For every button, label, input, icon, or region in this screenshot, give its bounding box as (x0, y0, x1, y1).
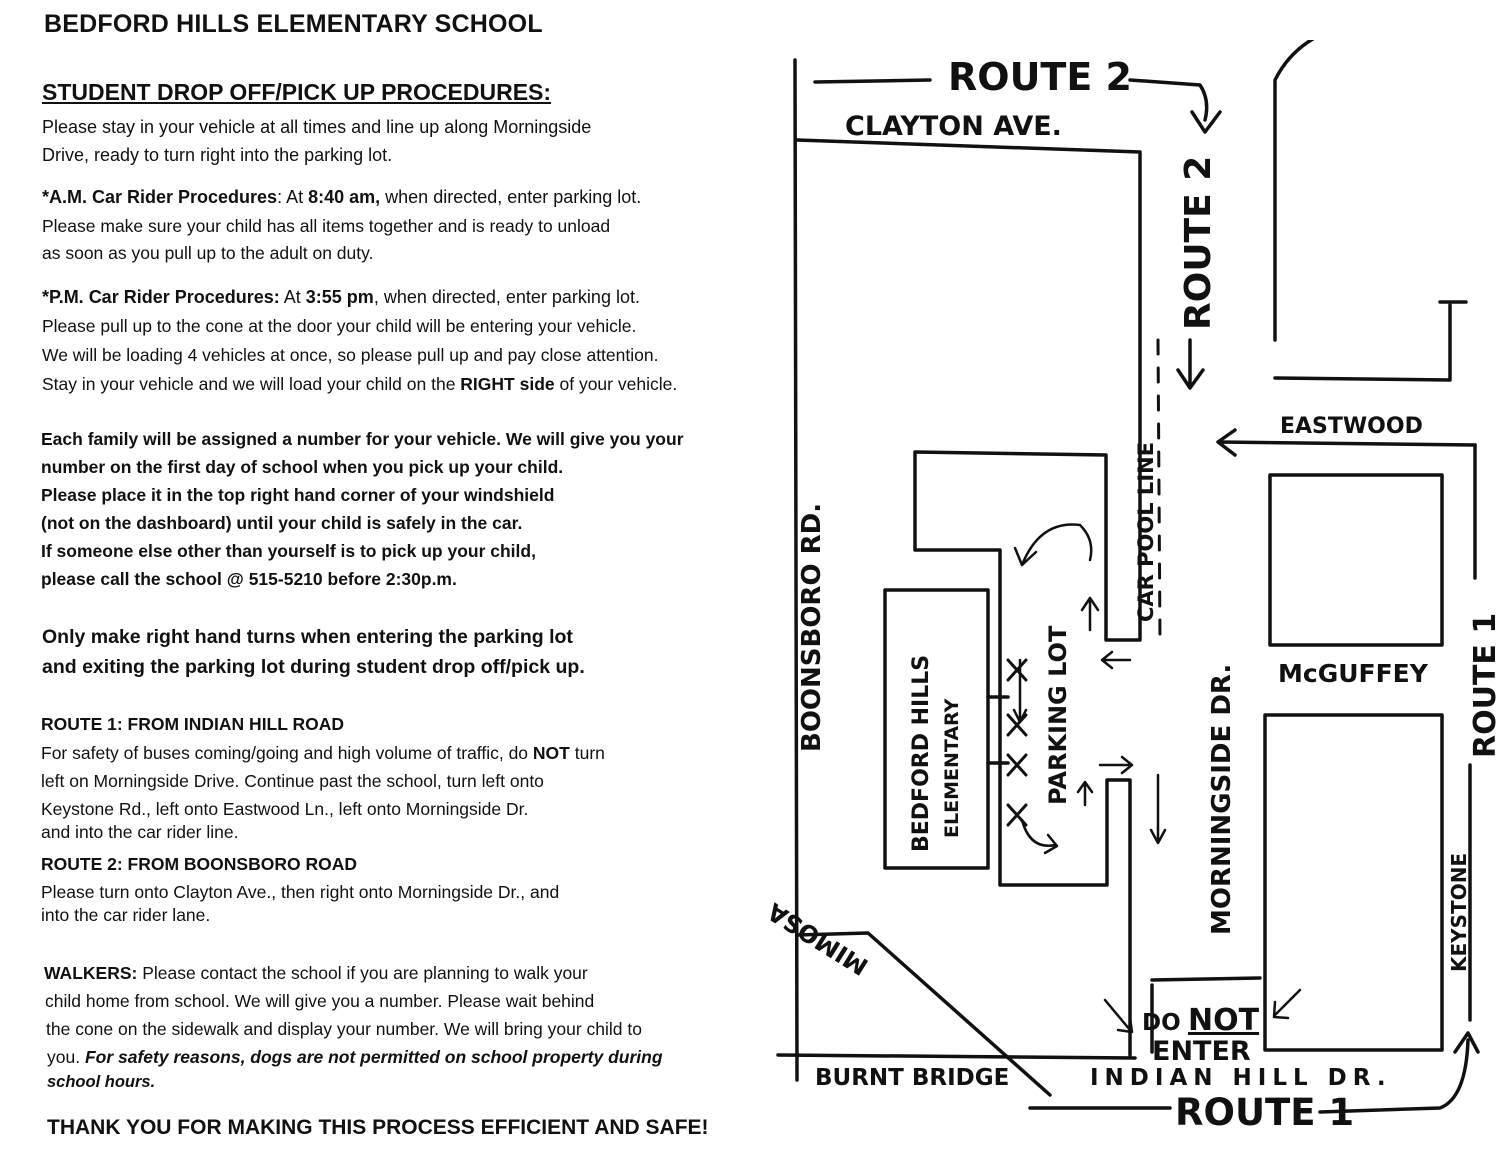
morningside-down-arrow (1149, 773, 1167, 845)
school-name-line-2: ELEMENTARY (941, 698, 963, 838)
family-line-1: Each family will be assigned a number fo… (41, 429, 684, 449)
walkers-line-4-italic: For safety reasons, dogs are not permitt… (84, 1047, 663, 1067)
route1-bottom-arrow (1028, 1031, 1480, 1114)
block-eastwood (1268, 473, 1444, 647)
parking-lot-label: PARKING LOT (1044, 625, 1072, 805)
lot-arrow-right (1098, 755, 1134, 775)
lower-left-block (795, 931, 1052, 1097)
pm-label: *P.M. Car Rider Procedures: (42, 287, 280, 307)
family-line-2: number on the first day of school when y… (41, 457, 564, 477)
am-line-1-rest: when directed, enter parking lot. (380, 187, 642, 207)
lot-arrow-up (1080, 596, 1100, 632)
route1-side-label: ROUTE 1 (1468, 613, 1500, 758)
am-label: *A.M. Car Rider Procedures (42, 187, 278, 207)
school-building (883, 588, 990, 870)
route2-line-2: into the car rider lane. (41, 905, 211, 925)
pm-time: 3:55 pm (305, 287, 374, 307)
am-line-3: as soon as you pull up to the adult on d… (42, 243, 374, 263)
clayton-road-edge (795, 138, 1142, 1057)
do-not-enter-enter: ENTER (1152, 1036, 1251, 1067)
route1-line-1-pre: For safety of buses coming/going and hig… (41, 743, 533, 763)
route1-line-4: and into the car rider line. (41, 822, 239, 842)
thank-you-line: THANK YOU FOR MAKING THIS PROCESS EFFICI… (47, 1116, 709, 1139)
clayton-label: CLAYTON AVE. (845, 111, 1062, 142)
route1-line-1-post: turn (569, 743, 605, 763)
family-line-3: Please place it in the top right hand co… (41, 485, 555, 505)
pm-line-4-post: of your vehicle. (554, 374, 678, 394)
dne-arrow-right (1272, 988, 1302, 1020)
pm-line-1-rest: , when directed, enter parking lot. (373, 287, 640, 307)
route1-bottom-label: ROUTE 1 (1175, 1091, 1354, 1134)
drop-off-map: ROUTE 2 CLAYTON AVE. ROUTE 2 EASTWOOD CA… (762, 40, 1500, 1134)
pm-line-4-pre: Stay in your vehicle and we will load yo… (42, 374, 461, 394)
eastwood-label: EASTWOOD (1280, 414, 1423, 439)
car-pool-line-label: CAR POOL LINE (1134, 442, 1158, 622)
pm-line-4-bold: RIGHT side (460, 374, 555, 394)
morningside-label: MORNINGSIDE DR. (1207, 664, 1237, 935)
walkers-line-5: school hours. (47, 1073, 156, 1091)
walkers-line-4-pre: you. (47, 1047, 85, 1067)
turns-line-2: and exiting the parking lot during stude… (42, 656, 585, 678)
car-pool-dashes (1156, 338, 1162, 642)
page-title: BEDFORD HILLS ELEMENTARY SCHOOL (44, 10, 543, 38)
do-not-enter-not: NOT (1188, 1003, 1260, 1038)
route1-line-3: Keystone Rd., left onto Eastwood Ln., le… (41, 799, 529, 819)
route1-line-1: For safety of buses coming/going and hig… (41, 739, 605, 767)
route2-heading: ROUTE 2: FROM BOONSBORO ROAD (41, 854, 357, 874)
pm-line-1: *P.M. Car Rider Procedures: At 3:55 pm, … (42, 283, 640, 311)
walkers-line-1-rest: Please contact the school if you are pla… (137, 963, 588, 983)
am-line-1: *A.M. Car Rider Procedures: At 8:40 am, … (42, 183, 641, 211)
dne-arrow-left (1103, 998, 1134, 1034)
mimosa-label: MIMOSA (762, 897, 873, 981)
route1-line-1-bold: NOT (532, 743, 570, 763)
indian-hill-label: INDIAN HILL DR. (1090, 1065, 1392, 1091)
burnt-bridge-label: BURNT BRIDGE (815, 1065, 1009, 1091)
top-right-block (1273, 40, 1315, 342)
pm-line-2: Please pull up to the cone at the door y… (42, 316, 637, 336)
do-not-enter-box (1150, 976, 1262, 1054)
boonsboro-label: BOONSBORO RD. (797, 503, 827, 752)
route1-heading: ROUTE 1: FROM INDIAN HILL ROAD (41, 714, 345, 734)
am-time: 8:40 am, (308, 187, 381, 207)
walkers-line-2: child home from school. We will give you… (45, 991, 595, 1011)
mcguffey-label: McGUFFEY (1278, 659, 1429, 688)
procedures-heading: STUDENT DROP OFF/PICK UP PROCEDURES: (42, 79, 552, 105)
do-not-enter-do: DO (1142, 1010, 1181, 1036)
route2-top-arrow (813, 78, 1222, 134)
school-connector (986, 695, 1010, 765)
route1-line-2: left on Morningside Drive. Continue past… (41, 771, 544, 791)
am-time-prefix: : At (277, 187, 309, 207)
route2-top-label: ROUTE 2 (948, 55, 1132, 99)
loading-x-marks (1006, 658, 1028, 827)
walkers-label: WALKERS: (44, 963, 138, 983)
intro-line-1: Please stay in your vehicle at all times… (42, 117, 592, 137)
route2-side-arrow (1176, 338, 1205, 390)
school-name-line-1: BEDFORD HILLS (909, 655, 934, 852)
pm-time-prefix: At (279, 287, 306, 307)
intro-line-2: Drive, ready to turn right into the park… (42, 145, 393, 165)
lot-arrow-up-2 (1076, 780, 1094, 807)
pm-line-4: Stay in your vehicle and we will load yo… (42, 370, 677, 398)
boonsboro-road-edge (793, 58, 799, 1082)
lot-arrow-left (1100, 650, 1132, 670)
turns-line-1: Only make right hand turns when entering… (42, 626, 573, 648)
walkers-line-4: you. For safety reasons, dogs are not pe… (47, 1043, 663, 1071)
family-line-5: If someone else other than yourself is t… (41, 541, 536, 561)
lot-arrow-curve-2 (1020, 818, 1059, 855)
family-line-6: please call the school @ 515-5210 before… (41, 569, 457, 589)
pm-line-3: We will be loading 4 vehicles at once, s… (42, 345, 659, 365)
keystone-label: KEYSTONE (1447, 853, 1471, 972)
block-mcguffey (1263, 713, 1444, 1052)
lot-arrow-curve (1013, 523, 1093, 567)
bottom-road-edge (776, 1053, 1137, 1060)
walkers-line-1: WALKERS: Please contact the school if yo… (44, 959, 588, 987)
top-right-block-bottom (1273, 300, 1468, 382)
family-line-4: (not on the dashboard) until your child … (41, 513, 523, 533)
route2-line-1: Please turn onto Clayton Ave., then righ… (41, 882, 560, 902)
am-line-2: Please make sure your child has all item… (42, 216, 611, 236)
walkers-line-3: the cone on the sidewalk and display you… (46, 1019, 642, 1039)
route2-side-label: ROUTE 2 (1178, 156, 1219, 330)
eastwood-arrow (1216, 428, 1477, 457)
